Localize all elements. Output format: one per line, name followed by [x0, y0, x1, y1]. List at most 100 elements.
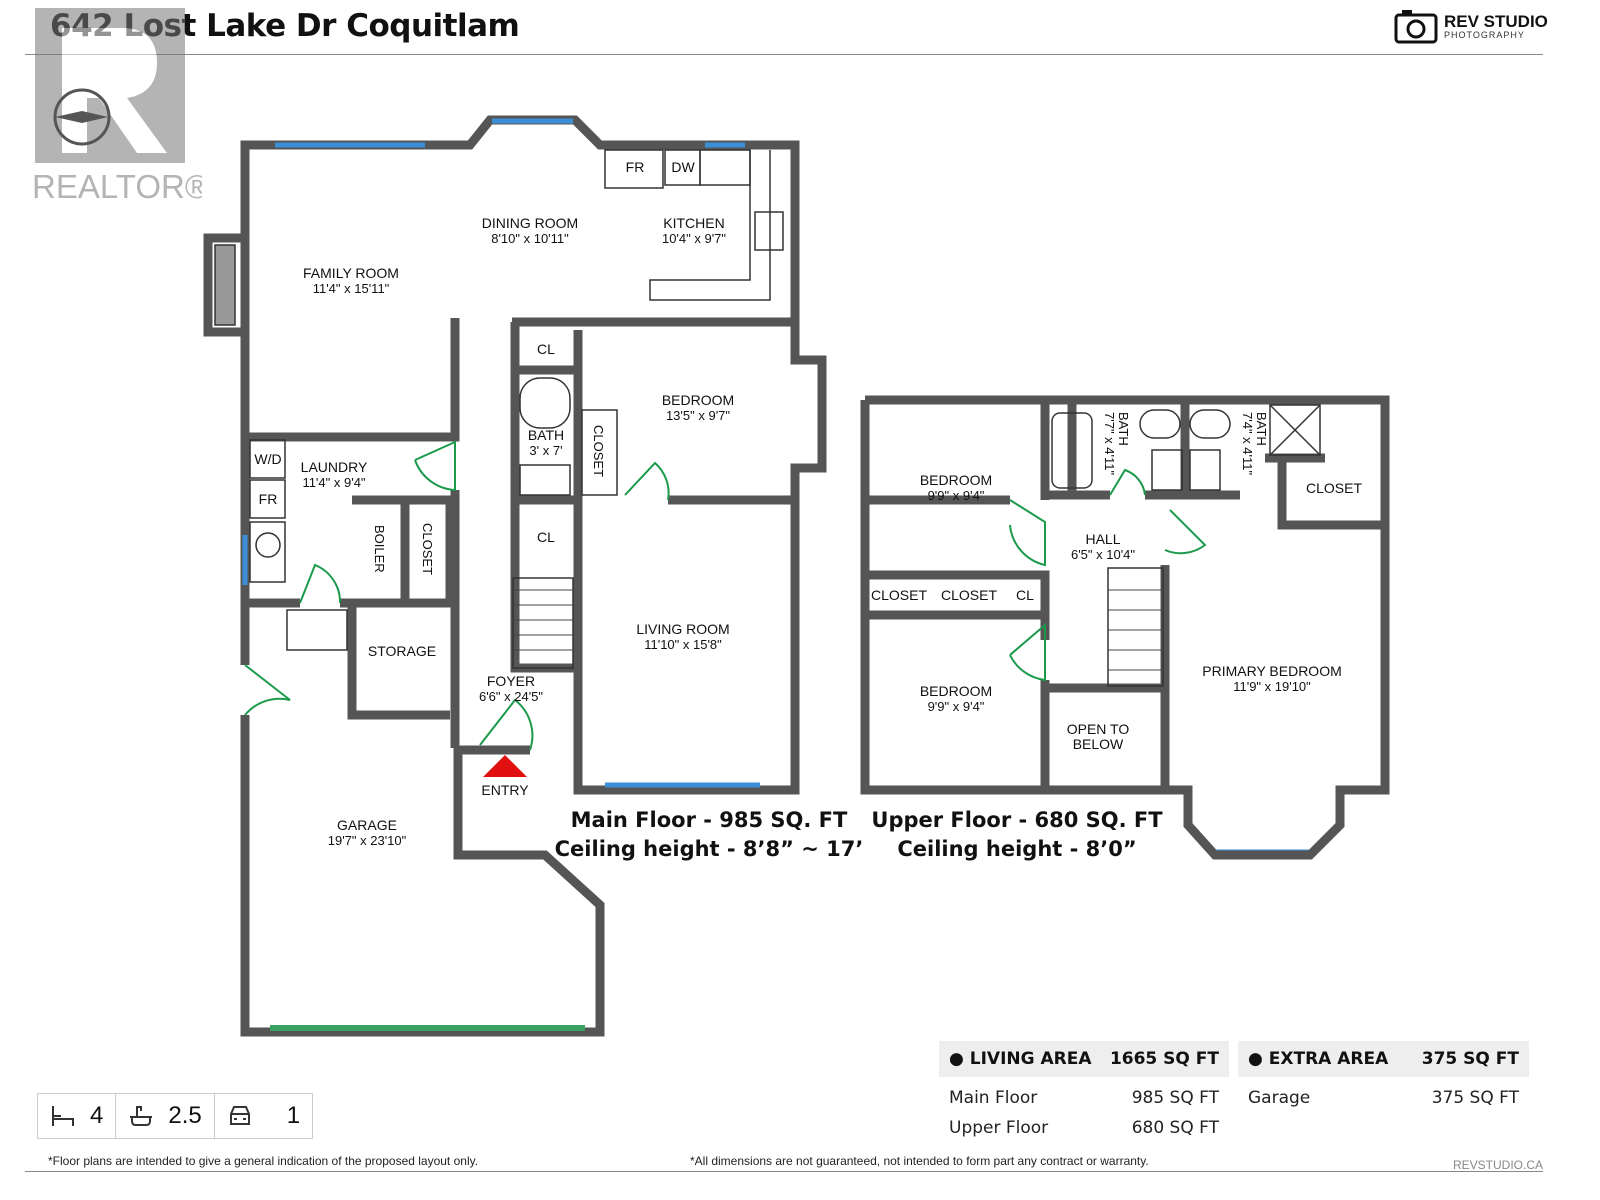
room-name: BATH: [1254, 412, 1269, 446]
area-value: 680 SQ FT: [1131, 1118, 1219, 1138]
room-name: BEDROOM: [919, 472, 993, 488]
divider: [25, 54, 1543, 55]
closet-label: CLOSET: [1305, 480, 1363, 496]
closet-label: CL: [537, 529, 555, 545]
bathtub-icon: [130, 1106, 153, 1126]
room-dim: 11'9" x 19'10": [1233, 679, 1311, 694]
garage-count: 1: [286, 1102, 301, 1129]
footer-disclaimer: *Floor plans are intended to give a gene…: [48, 1154, 479, 1168]
beds-stat: 4: [38, 1094, 117, 1138]
camera-icon: [1394, 10, 1438, 44]
bed-icon: [52, 1106, 74, 1126]
room-dim: 3' x 7': [529, 443, 563, 458]
extra-area-total: 375 SQ FT: [1421, 1049, 1519, 1069]
living-area-summary: ● LIVING AREA 1665 SQ FT Main Floor 985 SQ…: [939, 1041, 1229, 1143]
upper-floor-area: Upper Floor - 680 SQ. FT: [871, 808, 1163, 832]
boiler-label: BOILER: [372, 525, 387, 573]
realtor-watermark: REALTOR®: [32, 8, 209, 208]
car-icon: [229, 1106, 250, 1125]
area-name: Garage: [1248, 1088, 1311, 1108]
open-to-below-label: OPEN TO BELOW: [1066, 721, 1130, 752]
room-name: BEDROOM: [661, 392, 735, 408]
room-dim: 7'4" x 4'11": [1240, 412, 1255, 476]
room-dim: 7'7" x 4'11": [1102, 412, 1117, 476]
main-floor-area: Main Floor - 985 SQ. FT: [570, 808, 848, 832]
footer-warranty: *All dimensions are not guaranteed, not …: [690, 1154, 1149, 1168]
room-name: FAMILY ROOM: [303, 265, 399, 281]
room-name: PRIMARY BEDROOM: [1202, 663, 1342, 679]
room-name: BEDROOM: [919, 683, 993, 699]
room-dim: 11'10" x 15'8": [644, 637, 722, 652]
main-floor-caption: Main Floor - 985 SQ. FT Ceiling height - …: [555, 806, 864, 864]
door-swings: [244, 440, 1207, 751]
room-name: FOYER: [486, 673, 536, 689]
divider: [25, 1171, 1543, 1172]
washer-dryer-label: W/D: [254, 451, 282, 467]
room-dim: 11'4" x 15'11": [312, 281, 390, 296]
area-name: Upper Floor: [949, 1118, 1049, 1138]
closet-label: CLOSET: [591, 425, 606, 478]
room-dim: 9'9" x 9'4": [927, 488, 985, 503]
main-floor-walls: [203, 115, 827, 1037]
area-row: Main Floor 985 SQ FT: [939, 1083, 1229, 1113]
garage-stat: 1: [215, 1094, 312, 1138]
area-name: Main Floor: [949, 1088, 1038, 1108]
svg-text:REALTOR®: REALTOR®: [32, 168, 202, 203]
room-name: DINING ROOM: [481, 215, 579, 231]
room-dim: 9'9" x 9'4": [927, 699, 985, 714]
room-name: BATH: [1116, 412, 1131, 446]
closet-label: CLOSET: [940, 587, 998, 603]
room-name: BATH: [527, 427, 565, 443]
entry-label: ENTRY: [481, 782, 529, 798]
storage-label: STORAGE: [367, 643, 437, 659]
compass-icon: [53, 88, 111, 146]
logo-name: REV STUDIO: [1444, 11, 1548, 31]
fridge-label: FR: [625, 159, 645, 175]
area-row: Upper Floor 680 SQ FT: [939, 1113, 1229, 1143]
closet-label: CLOSET: [870, 587, 928, 603]
entry-arrow-icon: [483, 755, 527, 777]
windows: [242, 118, 1310, 855]
area-value: 985 SQ FT: [1131, 1088, 1219, 1108]
room-dim: 13'5" x 9'7": [665, 408, 731, 423]
room-name: LIVING ROOM: [636, 621, 730, 637]
upper-floor-ceiling: Ceiling height - 8’0”: [897, 837, 1137, 861]
logo-sub: PHOTOGRAPHY: [1444, 29, 1525, 40]
beds-count: 4: [90, 1102, 104, 1129]
living-area-total: 1665 SQ FT: [1109, 1049, 1219, 1069]
room-name: KITCHEN: [663, 215, 725, 231]
upper-floor-walls: [860, 395, 1390, 860]
stair-treads: [513, 589, 1163, 671]
room-dim: 6'6" x 24'5": [478, 689, 544, 704]
closet-label: CL: [537, 341, 555, 357]
upper-floor-caption: Upper Floor - 680 SQ. FT Ceiling height -…: [871, 806, 1162, 864]
fridge-label: FR: [258, 491, 278, 507]
closet-label: CL: [1016, 587, 1034, 603]
room-dim: 6'5" x 10'4": [1070, 547, 1136, 562]
baths-count: 2.5: [168, 1102, 202, 1129]
dishwasher-label: DW: [671, 159, 695, 175]
living-area-label: ● LIVING AREA: [949, 1049, 1092, 1069]
baths-stat: 2.5: [116, 1094, 215, 1138]
footer-website: REVSTUDIO.CA: [1453, 1158, 1544, 1172]
room-dim: 8'10" x 10'11": [491, 231, 569, 246]
main-floor-ceiling: Ceiling height - 8’8” ~ 17’: [554, 837, 864, 861]
room-name: GARAGE: [337, 817, 397, 833]
